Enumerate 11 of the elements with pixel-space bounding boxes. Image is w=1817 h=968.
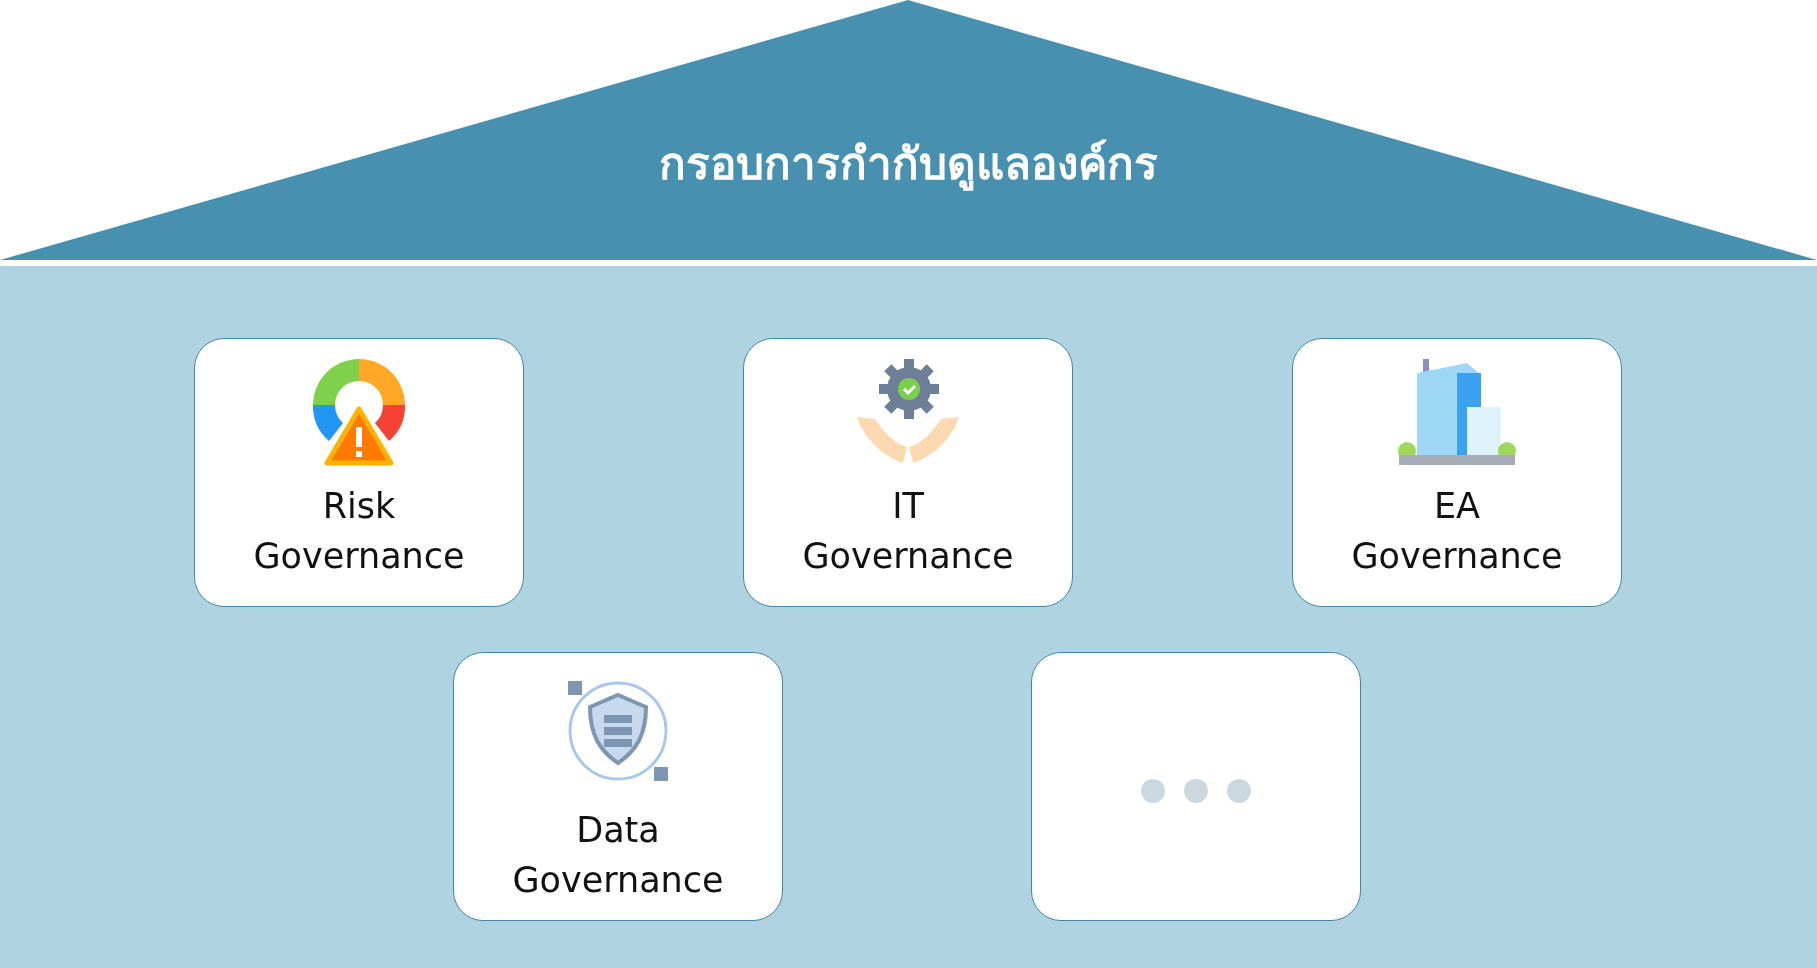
card-label: Data Governance [511, 809, 725, 902]
governance-card [194, 338, 524, 607]
base-panel [0, 266, 1817, 968]
card-label: IT Governance [801, 485, 1015, 578]
governance-card [1031, 652, 1361, 921]
governance-card [1292, 338, 1622, 607]
governance-card [453, 652, 783, 921]
card-label: Risk Governance [252, 485, 466, 578]
roof-title: กรอบการกำกับดูแลองค์กร [659, 137, 1158, 193]
governance-card [743, 338, 1073, 607]
card-label: EA Governance [1350, 485, 1564, 578]
